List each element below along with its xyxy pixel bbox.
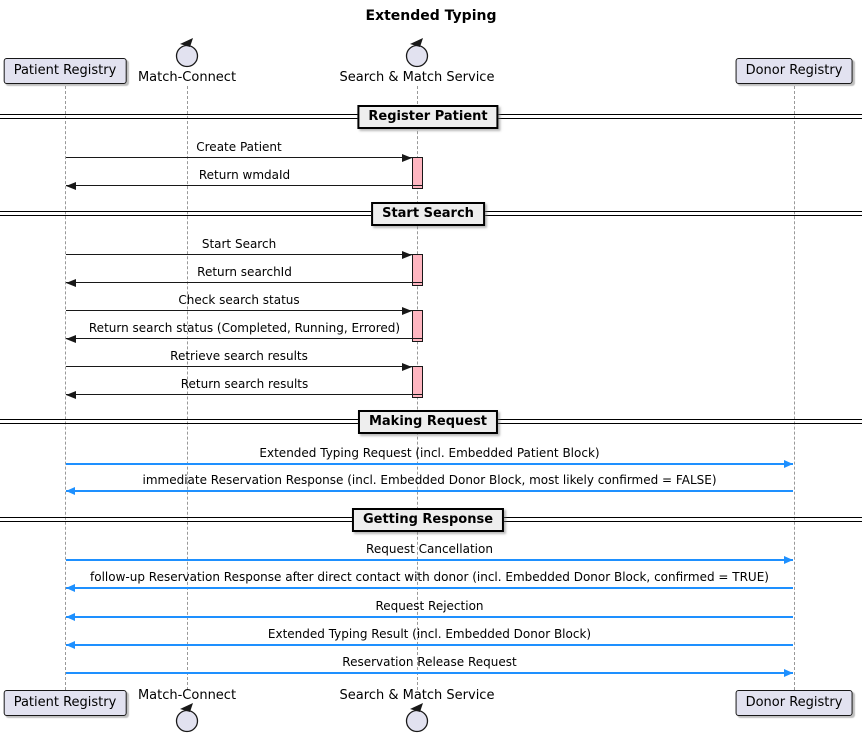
message-label: Return search status (Completed, Running… [88,321,401,335]
message-label: Retrieve search results [170,349,308,363]
message-label: Return search results [180,377,309,391]
participant-search-match-service-top: Search & Match Service [339,70,495,85]
arrowhead-icon [66,334,76,343]
participant-search-match-service-bottom: Search & Match Service [339,688,495,703]
message-line [66,463,793,465]
message-line [66,366,412,367]
arrowhead-icon [66,641,75,649]
diagram-title: Extended Typing [365,8,497,24]
message-line [66,254,412,255]
message-label: Start Search [201,237,277,251]
message-line [66,185,423,186]
lifeline-donor-registry [794,86,795,690]
activation-bar [411,310,423,342]
arrowhead-icon [402,250,412,259]
arrowhead-icon [66,278,76,287]
activation-bar [411,157,423,189]
message-line [66,157,412,158]
message-label: Return searchId [197,265,292,279]
message-label: Request Cancellation [366,542,493,556]
participant-donor-registry-top: Donor Registry [735,58,853,84]
message-label: Return wmdaId [198,168,291,182]
message-label: Create Patient [196,140,282,154]
message-label: Extended Typing Request (incl. Embedded … [259,446,600,460]
message-line [66,587,793,589]
message-line [66,282,423,283]
arrowhead-icon [402,306,412,315]
message-line [66,559,793,561]
divider-register-patient: Register Patient [357,105,499,129]
participant-patient-registry-bottom: Patient Registry [3,690,127,716]
message-label: Check search status [178,293,300,307]
activation-bar [411,254,423,286]
arrowhead-icon [66,390,76,399]
activation-bar [411,366,423,398]
message-label: follow-up Reservation Response after dir… [90,570,769,584]
arrowhead-icon [66,487,75,495]
arrowhead-icon [784,669,793,677]
message-line [66,338,423,339]
lifeline-patient-registry [65,86,66,690]
participant-donor-registry-bottom: Donor Registry [735,690,853,716]
message-label: Request Rejection [375,599,484,613]
arrowhead-icon [784,460,793,468]
message-line [66,394,423,395]
arrowhead-icon [402,362,412,371]
participant-patient-registry-top: Patient Registry [3,58,127,84]
control-icon-search-match-service-top [404,37,430,73]
message-label: Extended Typing Result (incl. Embedded D… [267,627,592,641]
message-line [66,644,793,646]
arrowhead-icon [66,584,75,592]
control-icon-search-match-service-bottom [404,702,430,736]
arrowhead-icon [66,613,75,621]
participant-match-connect-bottom: Match-Connect [137,688,237,703]
message-label: immediate Reservation Response (incl. Em… [142,473,717,487]
divider-start-search: Start Search [371,202,485,226]
message-line [66,616,793,618]
message-line [66,672,793,674]
arrowhead-icon [66,181,76,190]
message-label: Reservation Release Request [342,655,517,669]
arrowhead-icon [402,153,412,162]
message-line [66,490,793,492]
divider-making-request: Making Request [357,410,499,434]
message-line [66,310,412,311]
divider-getting-response: Getting Response [351,508,505,532]
lifeline-match-connect [187,86,188,690]
arrowhead-icon [784,556,793,564]
participant-match-connect-top: Match-Connect [137,70,237,85]
control-icon-match-connect-top [174,37,200,73]
control-icon-match-connect-bottom [174,702,200,736]
